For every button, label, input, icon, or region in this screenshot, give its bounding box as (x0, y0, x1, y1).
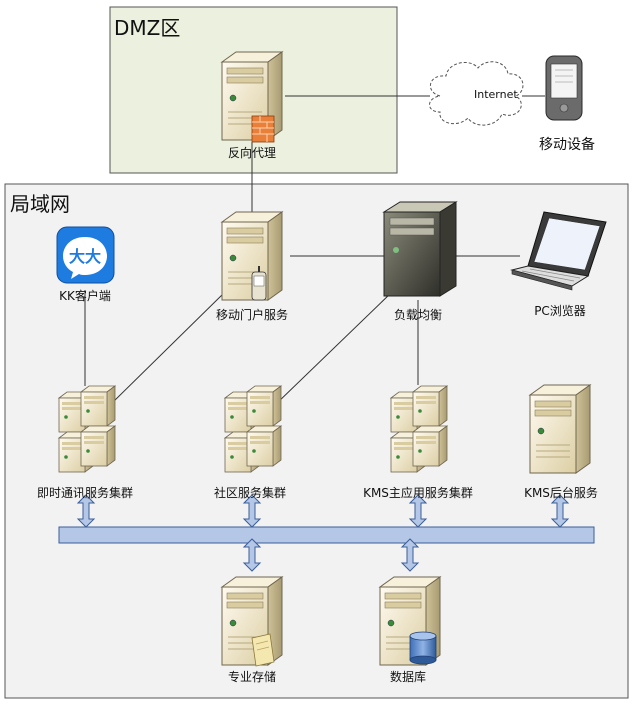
pc-browser-label: PC浏览器 (534, 304, 586, 318)
svg-text:大大: 大大 (69, 247, 101, 266)
network-bus (58, 526, 595, 544)
smartphone-icon (545, 55, 583, 121)
community-cluster-label: 社区服务集群 (213, 486, 287, 500)
document-icon (251, 633, 275, 667)
smartphone-icon (251, 266, 267, 301)
internet-cloud-label: Internet (474, 88, 518, 101)
storage-label: 专业存储 (227, 670, 277, 684)
load-balancer-label: 负载均衡 (393, 308, 443, 322)
database-label: 数据库 (389, 670, 427, 684)
server-icon (529, 384, 591, 474)
dmz-zone-title: DMZ区 (114, 16, 181, 40)
reverse-proxy-label: 反向代理 (227, 146, 277, 160)
lan-zone-title: 局域网 (10, 192, 70, 216)
server-icon (382, 201, 458, 297)
connection-lines (84, 95, 545, 406)
kk-client-label: KK客户端 (59, 289, 111, 303)
server-cluster-icon (391, 386, 447, 472)
line-portal-im (109, 291, 226, 406)
server-icon (221, 576, 283, 666)
kms-backend-label: KMS后台服务 (524, 486, 598, 500)
kk-app-icon: 大大 (56, 226, 115, 284)
kms-main-cluster-label: KMS主应用服务集群 (363, 486, 473, 500)
line-balancer-community (274, 291, 393, 406)
cloud-icon (429, 61, 524, 126)
firewall-icon (251, 115, 275, 143)
laptop-icon (510, 211, 607, 291)
server-cluster-icon (59, 386, 115, 472)
database-icon (409, 631, 437, 665)
im-cluster-label: 即时通讯服务集群 (36, 486, 134, 500)
mobile-device-label: 移动设备 (539, 137, 595, 153)
server-cluster-icon (225, 386, 281, 472)
mobile-portal-label: 移动门户服务 (215, 308, 289, 322)
